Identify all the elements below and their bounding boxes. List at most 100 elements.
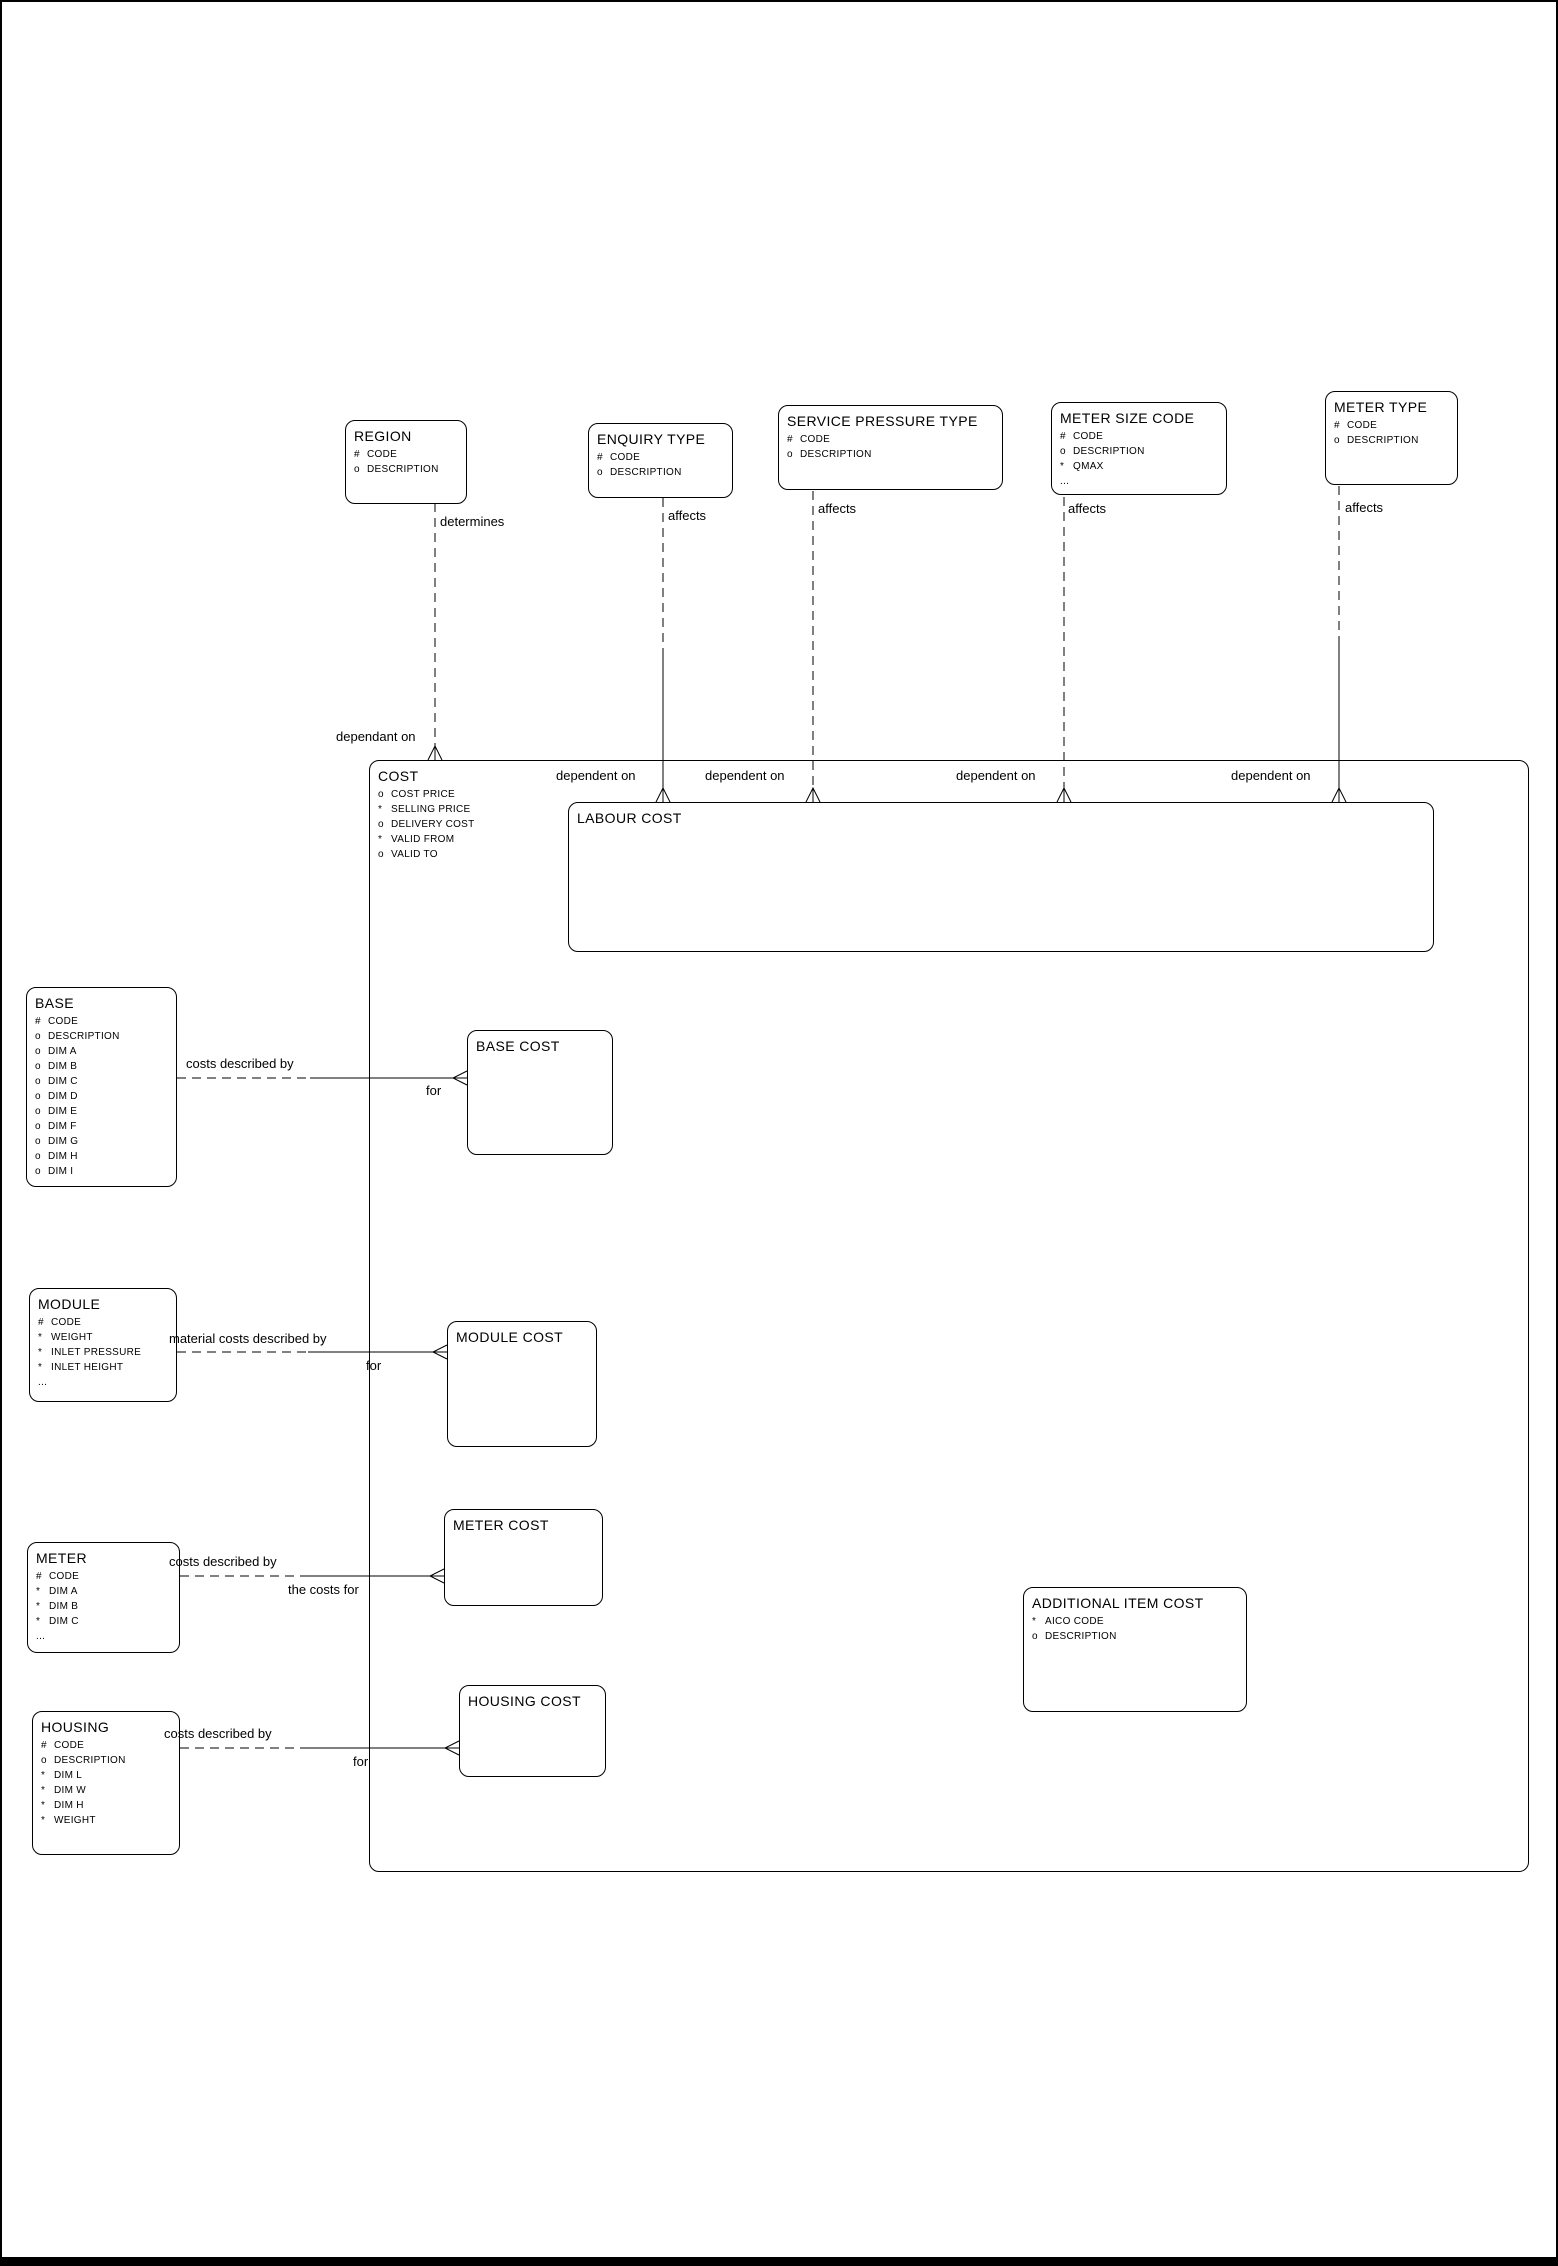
rel-label-dependent-on-meter-type: dependent on bbox=[1231, 768, 1311, 783]
entity-title: MODULE COST bbox=[456, 1329, 564, 1345]
attribute-row: *AICO CODE bbox=[1032, 1616, 1104, 1627]
rel-label-affects-meter-size: affects bbox=[1068, 501, 1107, 516]
entity-title: MODULE bbox=[38, 1296, 101, 1312]
attribute-row: *WEIGHT bbox=[38, 1332, 93, 1343]
entity-labour-cost[interactable]: LABOUR COST bbox=[568, 802, 1434, 952]
entity-base-cost[interactable]: BASE COST bbox=[467, 1030, 613, 1155]
entity-meter[interactable]: METER #CODE *DIM A *DIM B *DIM C ... bbox=[27, 1542, 180, 1653]
entity-title: METER TYPE bbox=[1334, 399, 1428, 415]
attribute-list: #CODE *WEIGHT *INLET PRESSURE *INLET HEI… bbox=[38, 1315, 168, 1390]
attribute-row: #CODE bbox=[597, 452, 641, 463]
attribute-row: *WEIGHT bbox=[41, 1815, 96, 1826]
entity-title: HOUSING COST bbox=[468, 1693, 581, 1709]
attribute-row: *DIM C bbox=[36, 1616, 79, 1627]
rel-label-dependant-on: dependant on bbox=[336, 729, 416, 744]
entity-title: HOUSING bbox=[41, 1719, 110, 1735]
rel-label-dependent-on-service-pressure: dependent on bbox=[705, 768, 785, 783]
entity-module[interactable]: MODULE #CODE *WEIGHT *INLET PRESSURE *IN… bbox=[29, 1288, 177, 1402]
attribute-row: #CODE bbox=[41, 1740, 85, 1751]
entity-module-cost[interactable]: MODULE COST bbox=[447, 1321, 597, 1447]
rel-label-costs-described-by-housing: costs described by bbox=[164, 1726, 272, 1741]
entity-housing-cost[interactable]: HOUSING COST bbox=[459, 1685, 606, 1777]
rel-label-the-costs-for: the costs for bbox=[288, 1582, 359, 1597]
entity-title: METER bbox=[36, 1550, 87, 1566]
attribute-row: *QMAX bbox=[1060, 461, 1104, 472]
attribute-list: #CODE *DIM A *DIM B *DIM C ... bbox=[36, 1569, 171, 1644]
attribute-row: #CODE bbox=[35, 1016, 79, 1027]
entity-title: COST bbox=[378, 768, 419, 784]
entity-meter-cost[interactable]: METER COST bbox=[444, 1509, 603, 1606]
attribute-row: #CODE bbox=[38, 1317, 82, 1328]
rel-label-affects-enquiry: affects bbox=[668, 508, 707, 523]
rel-label-determines: determines bbox=[440, 514, 505, 529]
attribute-row: #CODE bbox=[354, 449, 398, 460]
entity-title: METER SIZE CODE bbox=[1060, 410, 1195, 426]
rel-label-affects-meter-type: affects bbox=[1345, 500, 1384, 515]
rel-label-for-base: for bbox=[426, 1083, 442, 1098]
crows-foot-region-cost bbox=[427, 744, 443, 761]
entity-title: LABOUR COST bbox=[577, 810, 682, 826]
rel-label-dependent-on-meter-size: dependent on bbox=[956, 768, 1036, 783]
attribute-row: *SELLING PRICE bbox=[378, 804, 471, 815]
attribute-row: *DIM W bbox=[41, 1785, 87, 1796]
rel-label-costs-described-by-base: costs described by bbox=[186, 1056, 294, 1071]
entity-title: SERVICE PRESSURE TYPE bbox=[787, 413, 978, 429]
rel-label-for-housing: for bbox=[353, 1754, 369, 1769]
rel-label-costs-described-by-meter: costs described by bbox=[169, 1554, 277, 1569]
attribute-row: ... bbox=[36, 1631, 46, 1642]
entity-title: ADDITIONAL ITEM COST bbox=[1032, 1595, 1204, 1611]
attribute-row: *DIM A bbox=[36, 1586, 78, 1597]
attribute-row: *VALID FROM bbox=[378, 834, 455, 845]
attribute-row: *DIM L bbox=[41, 1770, 83, 1781]
rel-label-for-module: for bbox=[366, 1358, 382, 1373]
attribute-row: *INLET HEIGHT bbox=[38, 1362, 124, 1373]
attribute-row: #CODE bbox=[787, 434, 831, 445]
attribute-row: *INLET PRESSURE bbox=[38, 1347, 142, 1358]
attribute-row: #CODE bbox=[1334, 420, 1378, 431]
entity-title: METER COST bbox=[453, 1517, 549, 1533]
attribute-row: ... bbox=[1060, 476, 1070, 487]
attribute-row: #CODE bbox=[1060, 431, 1104, 442]
entity-title: BASE bbox=[35, 995, 74, 1011]
attribute-row: #CODE bbox=[36, 1571, 80, 1582]
rel-label-material-costs-described-by: material costs described by bbox=[169, 1331, 327, 1346]
rel-label-affects-service-pressure: affects bbox=[818, 501, 857, 516]
attribute-row: *DIM B bbox=[36, 1601, 79, 1612]
